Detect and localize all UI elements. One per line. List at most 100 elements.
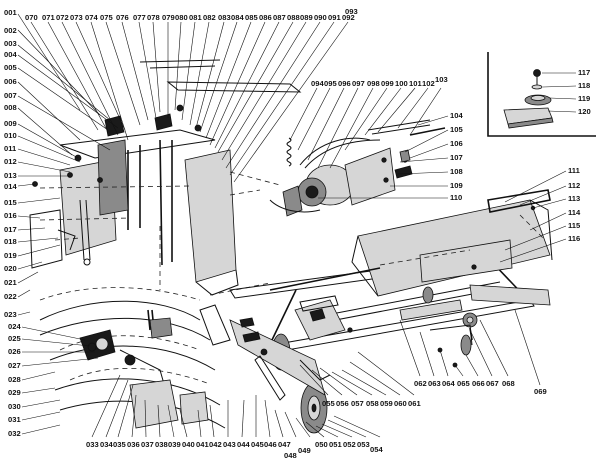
callout-058: 058 [366, 399, 379, 408]
callout-022: 022 [4, 292, 17, 301]
lower-base-assembly [39, 254, 535, 434]
callout-073: 073 [70, 13, 83, 22]
callout-112: 112 [568, 181, 580, 190]
callout-105: 105 [450, 125, 463, 134]
callout-016: 016 [4, 211, 17, 220]
callout-056: 056 [336, 399, 349, 408]
callout-013: 013 [4, 171, 17, 180]
callout-080: 080 [175, 13, 188, 22]
callout-019: 019 [4, 251, 17, 260]
callout-049: 049 [298, 446, 311, 455]
callout-014: 014 [4, 182, 17, 191]
callout-083: 083 [218, 13, 231, 22]
callout-068: 068 [502, 379, 515, 388]
motor-bracket [344, 147, 396, 206]
callout-098: 098 [367, 79, 380, 88]
callout-095: 095 [324, 79, 337, 88]
callout-118: 118 [578, 81, 590, 90]
callout-029: 029 [8, 388, 21, 397]
callout-001: 001 [4, 8, 17, 17]
callout-087: 087 [273, 13, 286, 22]
callout-117: 117 [578, 68, 590, 77]
actuator-rod [79, 199, 91, 261]
callout-026: 026 [8, 347, 21, 356]
callout-061: 061 [408, 399, 421, 408]
callout-038: 038 [155, 440, 168, 449]
callout-110: 110 [450, 193, 462, 202]
callouts-bottom: 033 034 035 036 037 038 039 040 041 042 … [86, 440, 383, 460]
callout-113: 113 [568, 194, 580, 203]
callout-085: 085 [245, 13, 258, 22]
callout-041: 041 [196, 440, 209, 449]
connector-block [399, 149, 411, 163]
callout-078: 078 [147, 13, 160, 22]
callout-059: 059 [380, 399, 393, 408]
callout-066: 066 [472, 379, 485, 388]
seat-pan [351, 189, 553, 306]
callout-006: 006 [4, 77, 17, 86]
callouts-mid-top: 094 095 096 097 098 099 100 101 102 103 [311, 75, 448, 88]
motor-assembly [269, 119, 446, 217]
callout-024: 024 [8, 322, 21, 331]
callout-040: 040 [182, 440, 195, 449]
callout-033: 033 [86, 440, 99, 449]
callout-097: 097 [352, 79, 365, 88]
callout-050: 050 [315, 440, 328, 449]
callout-017: 017 [4, 225, 17, 234]
callout-069: 069 [534, 387, 547, 396]
callout-037: 037 [141, 440, 154, 449]
callout-010: 010 [4, 131, 17, 140]
callout-046: 046 [264, 440, 277, 449]
callout-100: 100 [395, 79, 408, 88]
callout-044: 044 [237, 440, 250, 449]
callout-089: 089 [300, 13, 313, 22]
callout-051: 051 [329, 440, 342, 449]
callout-062: 062 [414, 379, 427, 388]
callout-096: 096 [338, 79, 351, 88]
callout-045: 045 [251, 440, 264, 449]
callout-104: 104 [450, 111, 463, 120]
cable-bundle [299, 137, 381, 169]
callouts-lower-mid: 055 056 057 058 059 060 061 [322, 399, 421, 408]
callout-116: 116 [568, 234, 580, 243]
callout-030: 030 [8, 402, 21, 411]
inset-knob [533, 69, 541, 77]
callout-107: 107 [450, 153, 463, 162]
callout-075: 075 [100, 13, 113, 22]
callout-002: 002 [4, 26, 17, 35]
callout-114: 114 [568, 208, 581, 217]
callout-094: 094 [311, 79, 324, 88]
callout-109: 109 [450, 181, 463, 190]
callout-071: 071 [42, 13, 55, 22]
callout-120: 120 [578, 107, 591, 116]
callout-042: 042 [209, 440, 222, 449]
upper-frame-assembly [29, 59, 302, 296]
callout-055: 055 [322, 399, 335, 408]
callouts-left: 001 002 003 004 005 006 007 008 009 010 … [4, 8, 21, 438]
callout-039: 039 [168, 440, 181, 449]
callout-011: 011 [4, 144, 17, 153]
callout-023: 023 [4, 310, 17, 319]
callout-012: 012 [4, 157, 17, 166]
callout-063: 063 [428, 379, 441, 388]
callout-111: 111 [568, 166, 581, 175]
callout-076: 076 [116, 13, 129, 22]
callout-060: 060 [394, 399, 407, 408]
handle-rod [269, 267, 381, 291]
callout-048: 048 [284, 451, 297, 460]
callout-018: 018 [4, 237, 17, 246]
callouts-right: 104 105 106 107 108 109 110 [450, 111, 463, 202]
callout-034: 034 [100, 440, 113, 449]
callout-093: 093 [345, 7, 358, 16]
callout-065: 065 [457, 379, 470, 388]
callouts-far-right: 111 112 113 114 115 116 [568, 166, 581, 243]
callout-005: 005 [4, 63, 17, 72]
inset-frame [487, 52, 596, 137]
callout-119: 119 [578, 94, 590, 103]
callout-036: 036 [127, 440, 140, 449]
callout-057: 057 [351, 399, 364, 408]
seat-pan-panel [357, 199, 551, 297]
callout-074: 074 [85, 13, 98, 22]
callout-084: 084 [231, 13, 244, 22]
